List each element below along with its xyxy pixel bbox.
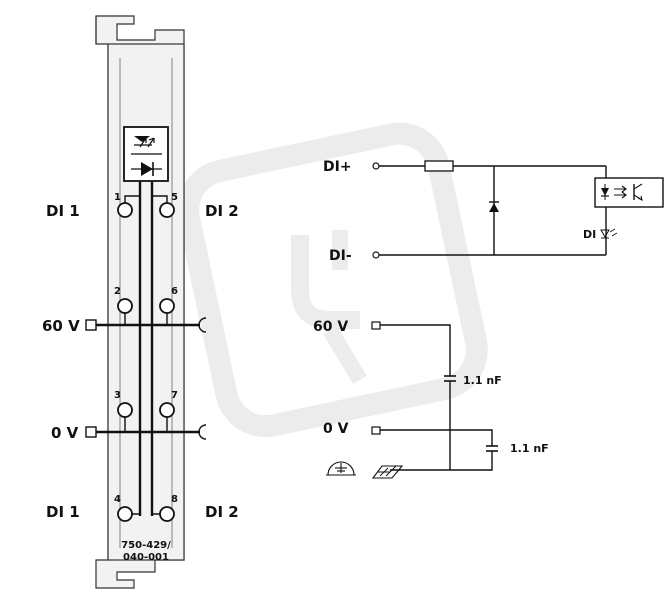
pin-number: 2 bbox=[114, 286, 121, 297]
label-di1-top: DI 1 bbox=[46, 202, 80, 220]
din-rail-icon bbox=[371, 465, 404, 479]
input-circuit: DI+ DI- DI bbox=[323, 159, 664, 264]
pin-number: 8 bbox=[171, 494, 178, 505]
terminal-6 bbox=[159, 298, 175, 314]
label-cap2: 1.1 nF bbox=[510, 442, 549, 455]
label-60v-left: 60 V bbox=[42, 317, 80, 335]
pin-number: 6 bbox=[171, 286, 178, 297]
terminals bbox=[117, 195, 175, 522]
label-di-minus: DI- bbox=[329, 248, 352, 264]
pin-number: 7 bbox=[171, 390, 178, 401]
part-number-line2: 040-001 bbox=[123, 552, 169, 563]
pin-number: 1 bbox=[114, 192, 121, 203]
label-di1-bottom: DI 1 bbox=[46, 503, 80, 521]
label-led: DI bbox=[583, 228, 596, 241]
watermark-logo bbox=[177, 122, 488, 438]
terminal-8 bbox=[159, 506, 175, 522]
supply-circuit: 60 V 0 V 1.1 nF 1.1 nF bbox=[313, 319, 549, 479]
rail-60v bbox=[85, 317, 207, 333]
label-0v-schematic: 0 V bbox=[323, 421, 349, 437]
led-icon bbox=[600, 229, 610, 239]
pin-number: 3 bbox=[114, 390, 121, 401]
internal-conductors bbox=[138, 181, 154, 516]
terminal-3 bbox=[117, 402, 133, 418]
led-status-block bbox=[123, 126, 169, 182]
terminal-2 bbox=[117, 298, 133, 314]
ground-icon bbox=[326, 461, 356, 476]
terminal-5 bbox=[159, 202, 175, 218]
label-0v-left: 0 V bbox=[51, 424, 79, 442]
label-60v-schematic: 60 V bbox=[313, 319, 348, 335]
label-di2-top: DI 2 bbox=[205, 202, 239, 220]
pin-number: 5 bbox=[171, 192, 178, 203]
protection-diode bbox=[489, 203, 499, 212]
terminal-7 bbox=[159, 402, 175, 418]
terminal-1 bbox=[117, 202, 133, 218]
resistor bbox=[424, 160, 454, 172]
label-di-plus: DI+ bbox=[323, 159, 352, 175]
label-cap1: 1.1 nF bbox=[463, 374, 502, 387]
terminal-4 bbox=[117, 506, 133, 522]
part-number-line1: 750-429/ bbox=[121, 540, 171, 551]
rail-0v bbox=[85, 424, 207, 440]
pin-numbers: 1 5 2 6 3 7 4 8 bbox=[114, 192, 178, 505]
label-di2-bottom: DI 2 bbox=[205, 503, 239, 521]
pin-number: 4 bbox=[114, 494, 121, 505]
optocoupler bbox=[594, 177, 664, 208]
